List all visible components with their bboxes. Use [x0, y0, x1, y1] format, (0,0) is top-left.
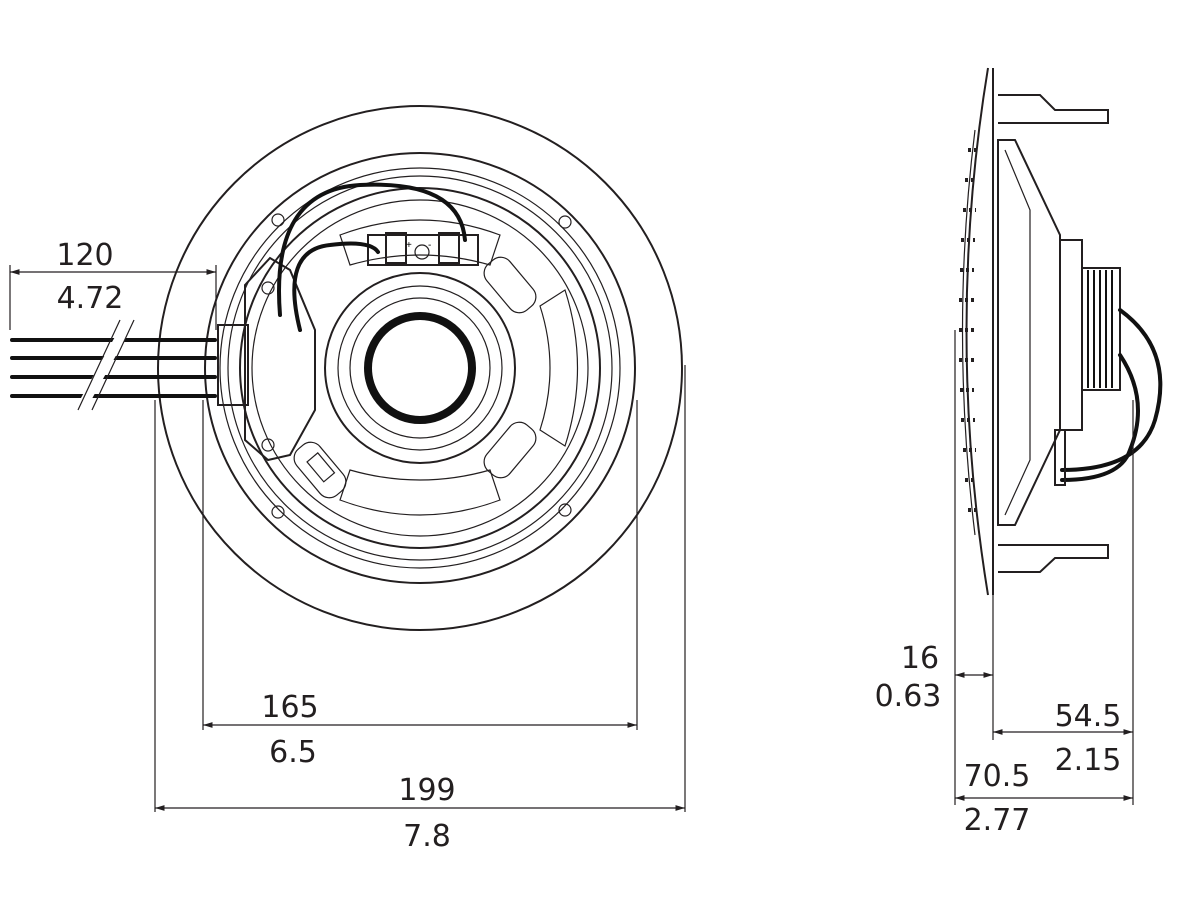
total-depth-in: 2.77	[964, 803, 1031, 838]
total-depth-mm: 70.5	[964, 759, 1031, 794]
side-view	[959, 67, 1163, 596]
terminal-minus: -	[428, 240, 431, 251]
front-dimensions: 120 4.72 165 6.5 199 7.8	[9, 238, 686, 854]
mount-depth-mm: 54.5	[1055, 699, 1122, 734]
grille-depth-mm: 16	[901, 641, 939, 676]
front-view: + -	[10, 105, 683, 631]
wire-length-mm: 120	[56, 238, 113, 273]
grille-depth-in: 0.63	[875, 679, 942, 714]
terminal-plus: +	[406, 240, 412, 251]
cutout-in: 6.5	[269, 735, 317, 770]
side-dimensions: 16 0.63 54.5 2.15 70.5 2.77	[875, 330, 1134, 838]
outer-diameter-mm: 199	[398, 773, 455, 808]
wire-length-in: 4.72	[57, 281, 124, 316]
mount-depth-in: 2.15	[1055, 743, 1122, 778]
cutout-mm: 165	[261, 690, 318, 725]
outer-diameter-in: 7.8	[403, 819, 451, 854]
